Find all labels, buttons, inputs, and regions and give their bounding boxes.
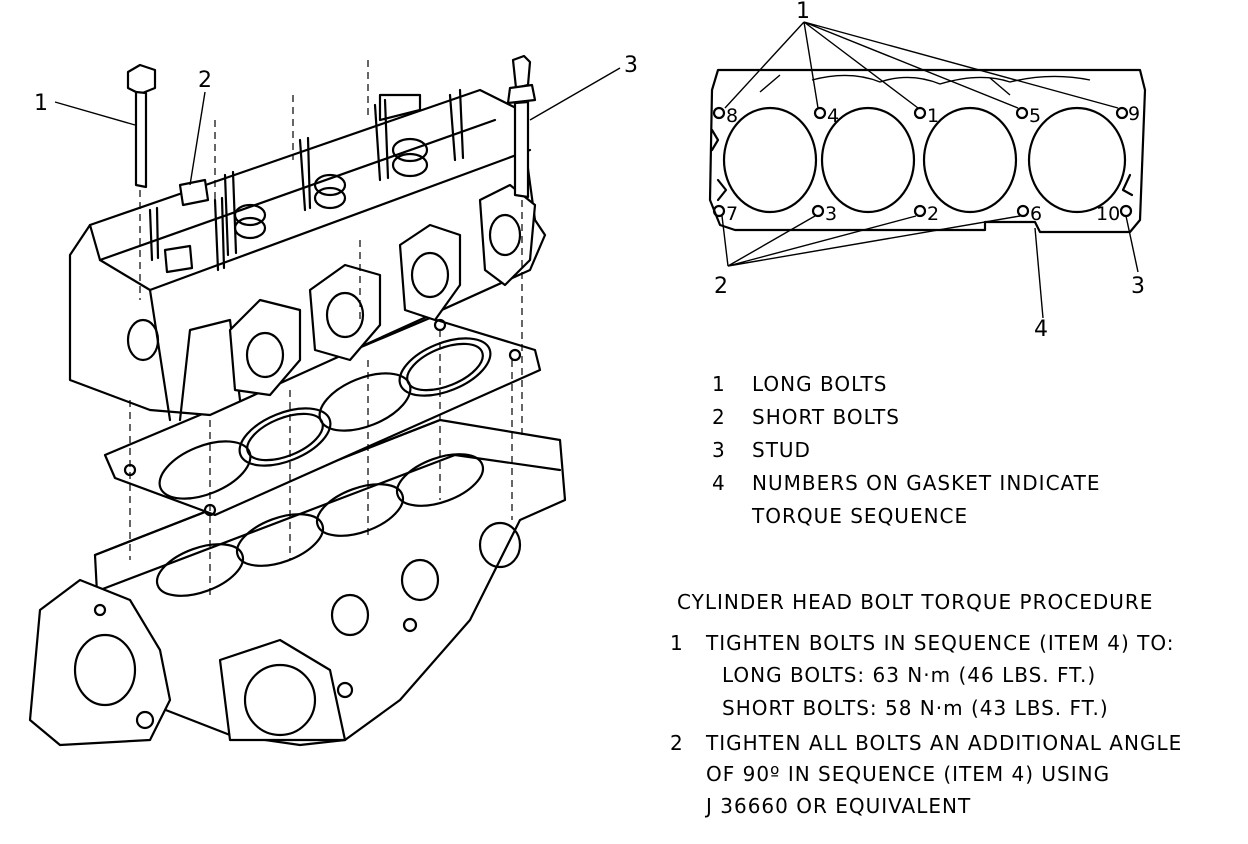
callout-left-1: 1 (34, 91, 48, 116)
leader-line-1 (54, 101, 136, 126)
alignment-lines (129, 60, 523, 600)
stud (506, 54, 537, 199)
bolt-hole-9 (1115, 106, 1129, 120)
bore-4 (1027, 106, 1127, 214)
bolt-hole-8 (712, 106, 726, 120)
bolt-hole-1 (913, 106, 927, 120)
sequence-number: 3 (825, 203, 837, 225)
sequence-number: 7 (726, 203, 738, 225)
leader-line-gasket (1034, 227, 1044, 319)
sequence-number: 5 (1029, 105, 1041, 127)
callout-left-3: 3 (624, 53, 638, 78)
callout-right-4: 4 (1034, 317, 1048, 342)
procedure-step-text: J 36660 OR EQUIVALENT (704, 794, 971, 818)
leader-line-2 (189, 91, 206, 186)
legend-text: TORQUE SEQUENCE (751, 504, 968, 528)
procedure-step-text: OF 90º IN SEQUENCE (ITEM 4) USING (706, 762, 1110, 786)
legend-number: 2 (712, 405, 726, 429)
legend-text: STUD (752, 438, 811, 462)
bolt-hole-2 (913, 204, 927, 218)
bore-1 (722, 106, 818, 214)
legend-text: LONG BOLTS (752, 372, 887, 396)
sequence-number: 10 (1096, 203, 1120, 225)
legend-text: SHORT BOLTS (752, 405, 900, 429)
sequence-number: 6 (1030, 203, 1042, 225)
legend-text: NUMBERS ON GASKET INDICATE (752, 471, 1101, 495)
leader-lines-long-bolts (724, 21, 1119, 109)
sequence-number: 2 (927, 203, 939, 225)
bolt-hole-6 (1016, 204, 1030, 218)
procedure-step-number: 1 (670, 631, 684, 655)
bolt-hole-5 (1015, 106, 1029, 120)
procedure-step-text: SHORT BOLTS: 58 N·m (43 LBS. FT.) (722, 696, 1109, 720)
legend-number: 4 (712, 471, 726, 495)
callout-right-2: 2 (714, 274, 728, 299)
gasket-sequence-diagram: 8 4 1 5 9 7 3 2 6 10 1 2 3 4 (708, 0, 1147, 342)
leader-line-3 (529, 67, 621, 121)
sequence-number: 8 (726, 105, 738, 127)
procedure-step-text: LONG BOLTS: 63 N·m (46 LBS. FT.) (722, 663, 1096, 687)
engine-block (28, 418, 567, 747)
bolt-hole-4 (813, 106, 827, 120)
sequence-number: 1 (927, 105, 939, 127)
cylinder-head (68, 88, 547, 422)
bore-3 (922, 106, 1018, 214)
bolt-hole-7 (712, 204, 726, 218)
leader-line-stud (1125, 215, 1139, 273)
torque-procedure: CYLINDER HEAD BOLT TORQUE PROCEDURE 1 TI… (670, 590, 1182, 818)
legend-number: 1 (712, 372, 726, 396)
legend: 1 LONG BOLTS 2 SHORT BOLTS 3 STUD 4 NUMB… (712, 372, 1101, 528)
legend-number: 3 (712, 438, 726, 462)
bolt-hole-3 (811, 204, 825, 218)
long-bolt (126, 63, 157, 189)
sequence-number: 4 (827, 105, 839, 127)
procedure-step-text: TIGHTEN BOLTS IN SEQUENCE (ITEM 4) TO: (705, 631, 1174, 655)
procedure-step-text: TIGHTEN ALL BOLTS AN ADDITIONAL ANGLE (705, 731, 1182, 755)
procedure-step-number: 2 (670, 731, 684, 755)
bore-2 (820, 106, 916, 214)
callout-right-1: 1 (796, 0, 810, 24)
callout-right-3: 3 (1131, 274, 1145, 299)
procedure-title: CYLINDER HEAD BOLT TORQUE PROCEDURE (677, 590, 1153, 614)
callout-left-2: 2 (198, 68, 212, 93)
exploded-assembly: 1 2 3 (28, 53, 638, 747)
leader-lines-short-bolts (721, 215, 1021, 267)
sequence-number: 9 (1128, 103, 1140, 125)
